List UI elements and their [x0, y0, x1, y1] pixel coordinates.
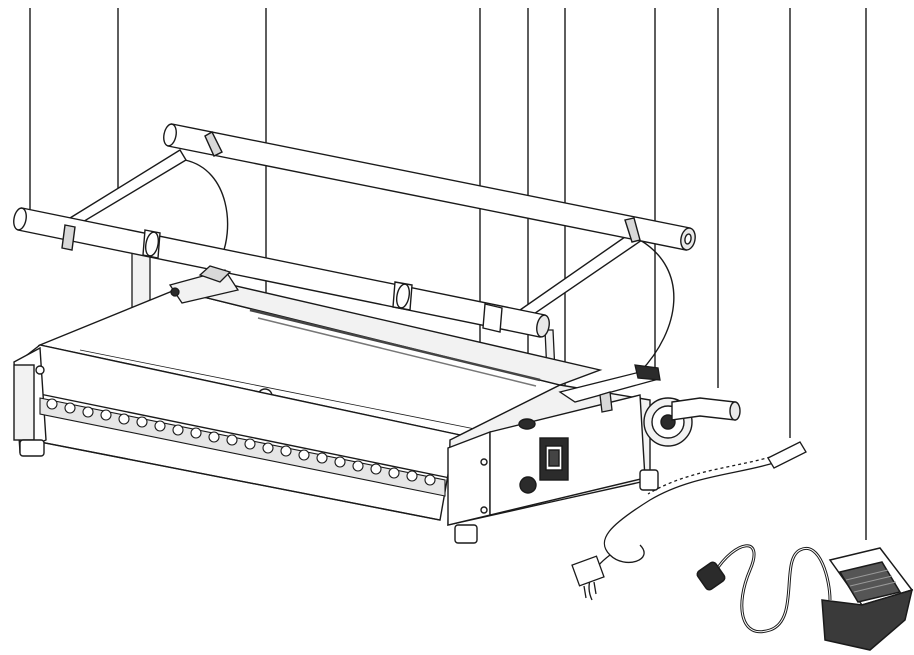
roll-mount-brackets	[168, 265, 240, 304]
foot-pedal	[696, 544, 914, 651]
front-roll-bar	[13, 207, 550, 338]
power-socket	[519, 476, 537, 494]
adjustment-knob	[518, 418, 536, 430]
power-cord	[571, 441, 807, 601]
lever-bracket	[558, 364, 661, 413]
rear-roll-bar	[163, 123, 696, 251]
binding-comb-slot-row	[39, 397, 446, 497]
right-side-control-panel	[447, 384, 659, 544]
hand-crank	[643, 397, 741, 447]
